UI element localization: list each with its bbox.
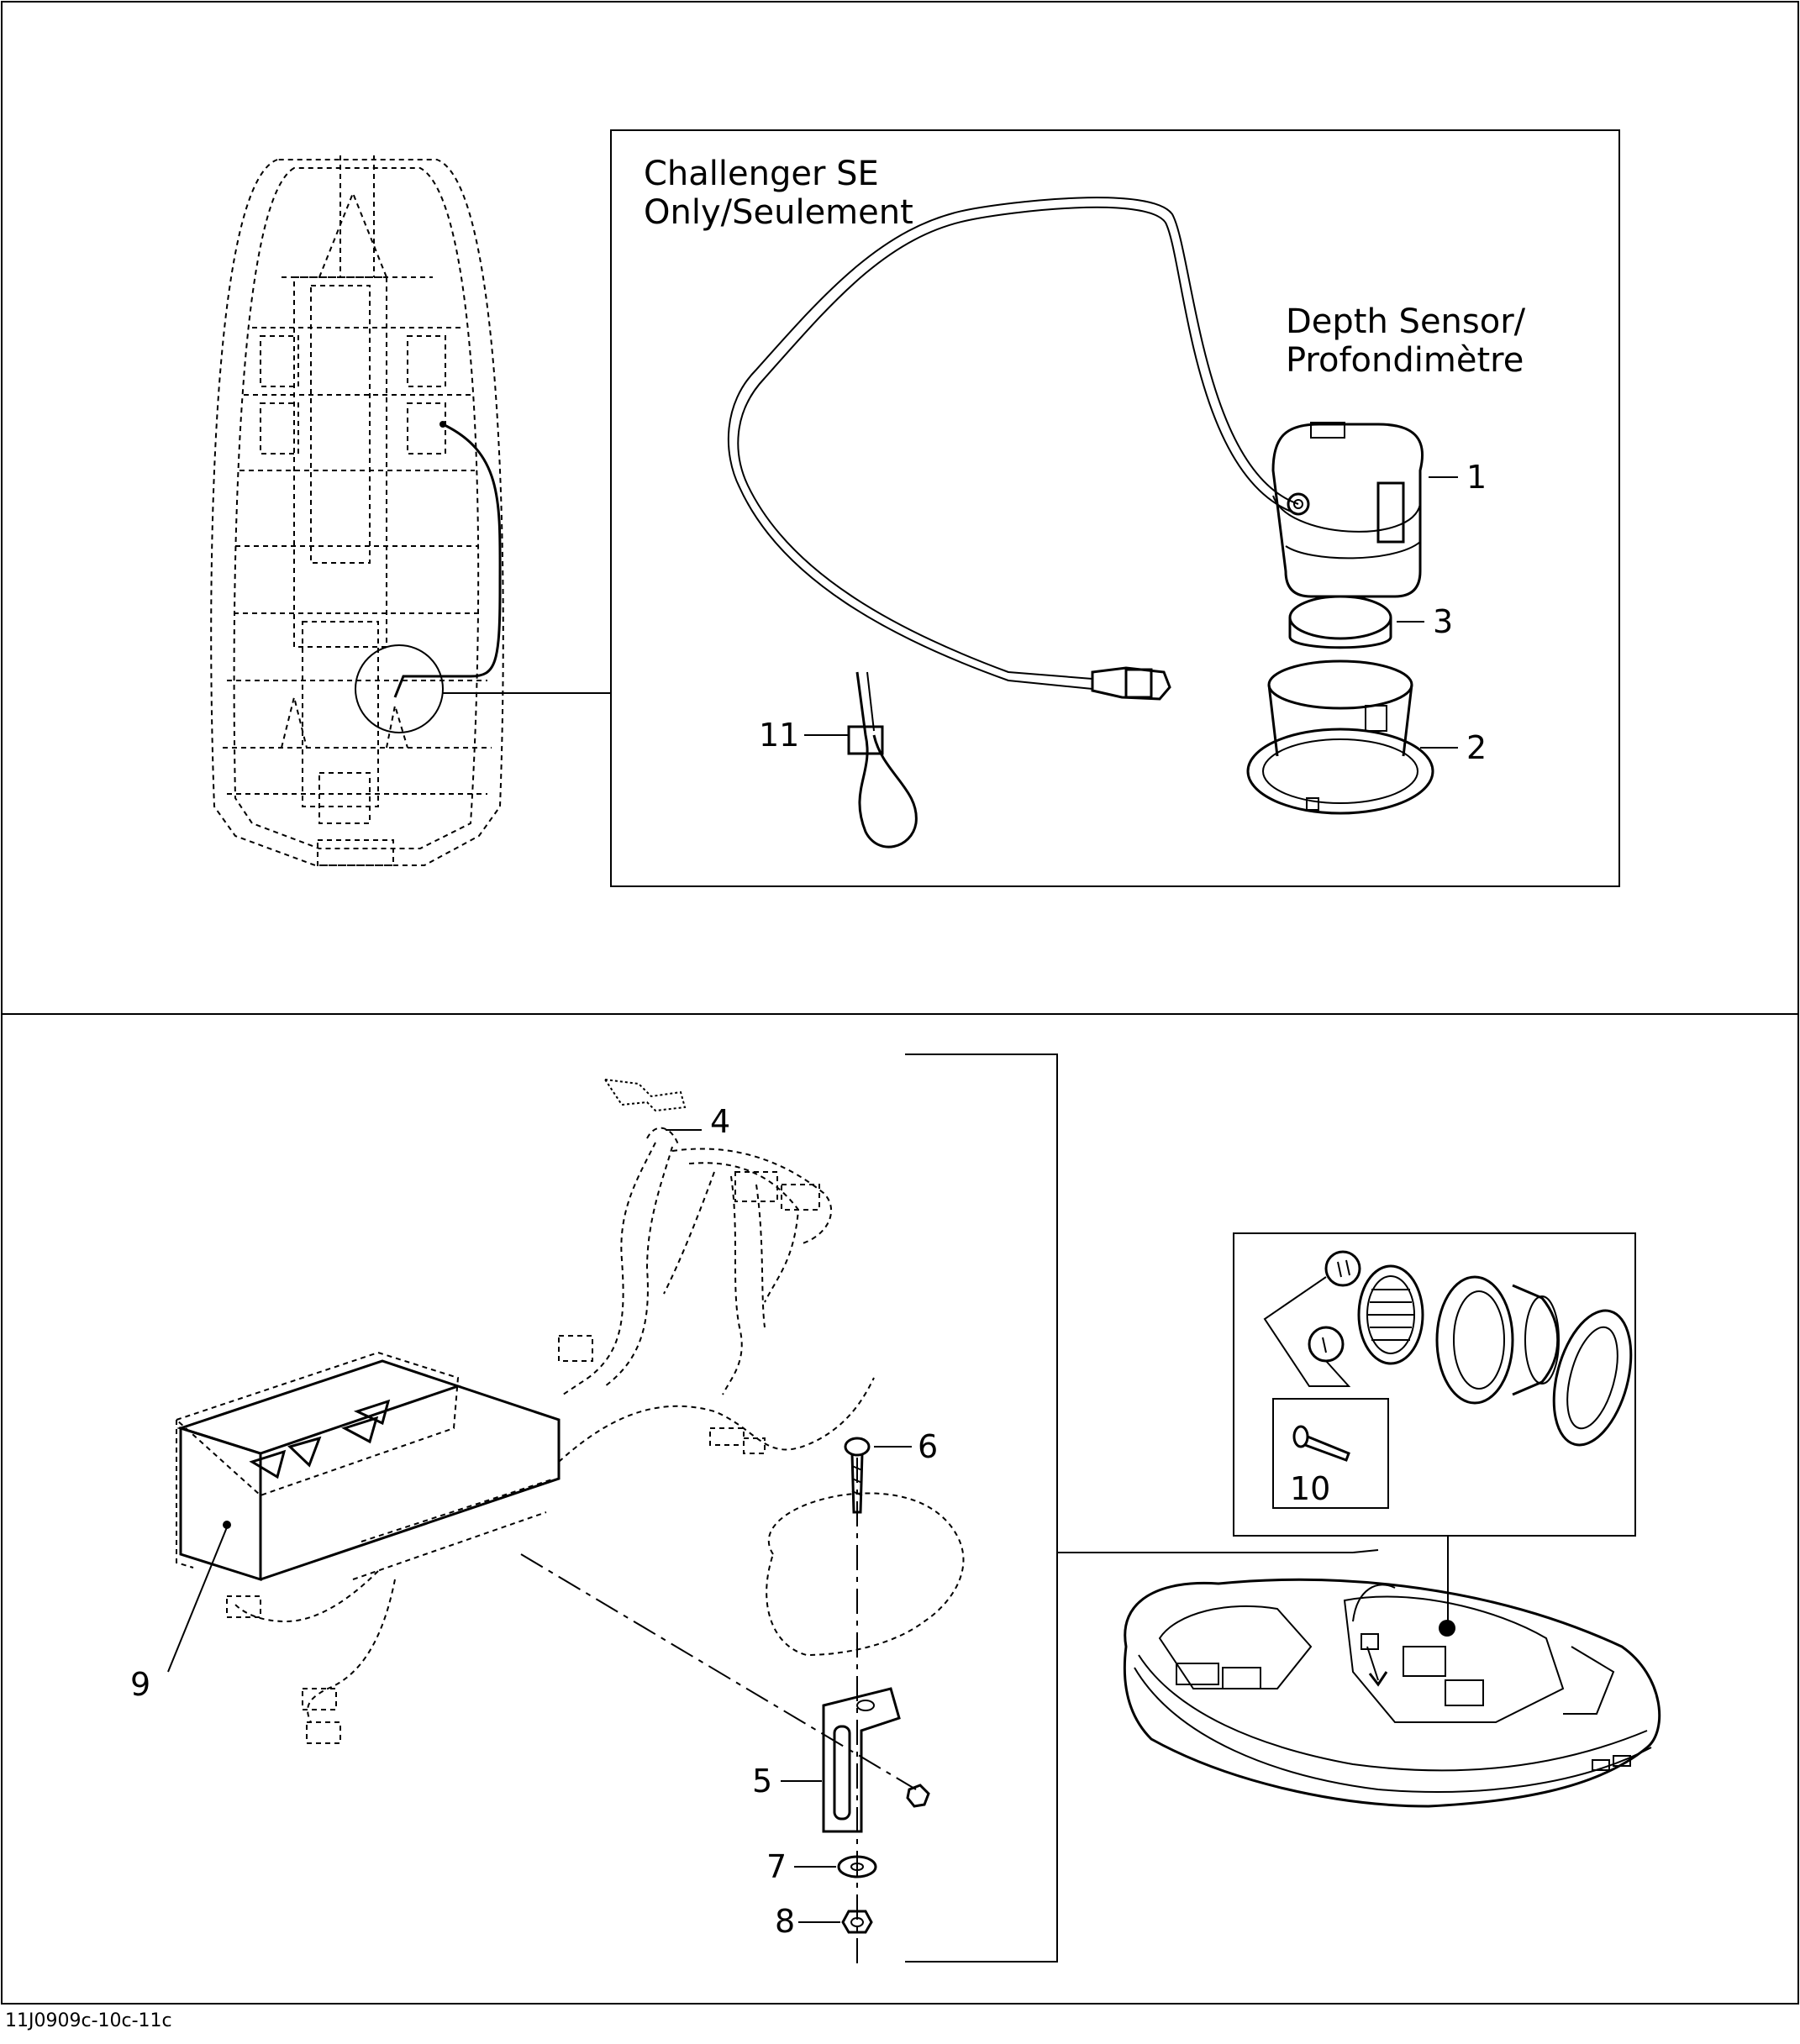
seat-outline xyxy=(766,1492,965,1657)
sheet-frame xyxy=(1,1,1799,2005)
inset-title-line-1: Challenger SE xyxy=(644,155,879,193)
wiring-harness xyxy=(558,1078,833,1395)
callout-6: 6 xyxy=(918,1428,938,1465)
cable-tie xyxy=(847,671,918,849)
callout-11: 11 xyxy=(759,717,799,754)
assembly-bracket xyxy=(905,1054,1058,1963)
bottom-panel: 4 6 5 7 8 9 xyxy=(130,1054,1661,1966)
depth-sensor-title: Depth Sensor/ Profondimètre xyxy=(1286,302,1536,380)
callout-7: 7 xyxy=(766,1848,787,1885)
sensor-cap xyxy=(1288,595,1392,649)
callout-1: 1 xyxy=(1466,459,1487,496)
top-panel: Challenger SE Only/Seulement Depth Senso… xyxy=(210,129,1620,887)
callout-3: 3 xyxy=(1433,603,1453,640)
washer xyxy=(837,1855,877,1878)
callout-5: 5 xyxy=(752,1763,772,1800)
boat-perspective-view xyxy=(1123,1578,1661,1808)
callout-2: 2 xyxy=(1466,729,1487,766)
nut xyxy=(841,1910,873,1934)
sensor-housing xyxy=(1246,659,1434,815)
depth-sensor-cable xyxy=(727,197,1299,701)
inset-frame xyxy=(610,129,1620,887)
depth-sensor-body xyxy=(1271,422,1424,598)
callout-8: 8 xyxy=(775,1903,795,1940)
inset-title-line-2: Only/Seulement xyxy=(644,193,913,232)
callout-4: 4 xyxy=(710,1103,730,1140)
callout-10: 10 xyxy=(1290,1470,1330,1507)
speaker-inset-frame xyxy=(1233,1232,1636,1537)
leader-9 xyxy=(167,1526,228,1673)
depth-sensor-title-line-1: Depth Sensor/ xyxy=(1286,302,1526,341)
inset-title: Challenger SE Only/Seulement xyxy=(644,155,913,232)
boat-hull-top-view xyxy=(210,155,611,866)
speaker-assembly xyxy=(1263,1250,1633,1462)
depth-sensor-title-line-2: Profondimètre xyxy=(1286,341,1524,380)
axis-nut xyxy=(906,1784,930,1808)
reference-code: 11J0909c-10c-11c xyxy=(5,2010,172,2031)
audio-amplifier xyxy=(175,1351,561,1744)
callout-9: 9 xyxy=(130,1666,150,1703)
mounting-screw xyxy=(844,1437,871,1514)
screw-detail-box xyxy=(1272,1398,1389,1509)
harness-cable xyxy=(558,1377,875,1463)
l-bracket xyxy=(822,1687,901,1833)
